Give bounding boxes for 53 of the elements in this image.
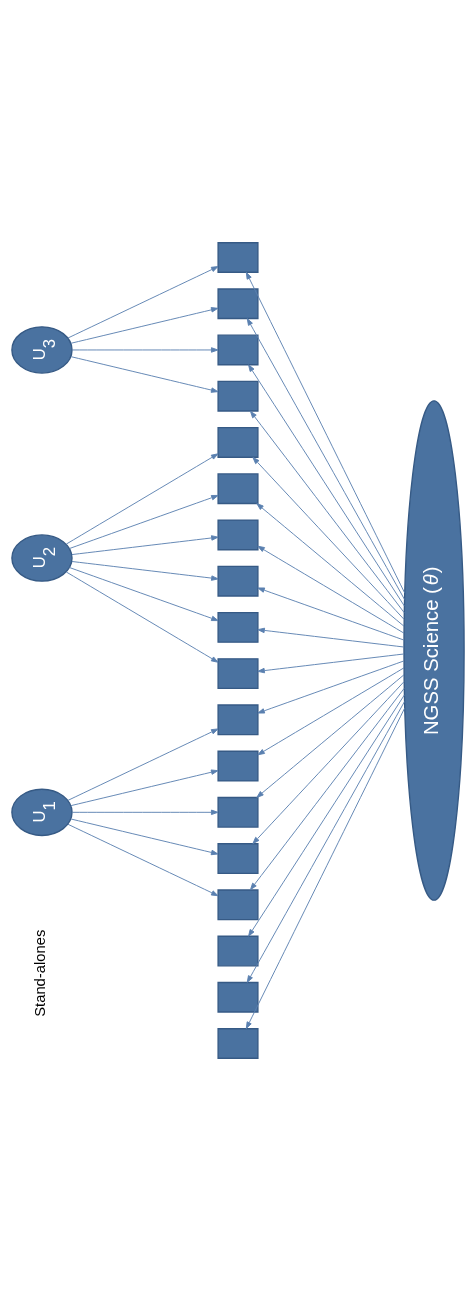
node-box: [217, 704, 259, 736]
node-box: [217, 380, 259, 412]
node-box: [217, 658, 259, 690]
arrow: [257, 660, 405, 714]
node-box: [217, 242, 259, 273]
node-box: [217, 843, 259, 875]
node-box: [217, 565, 259, 597]
arrow: [257, 667, 405, 756]
arrow: [71, 347, 219, 353]
arrow: [252, 681, 405, 845]
arrow: [69, 567, 219, 622]
arrow: [257, 653, 405, 674]
node-box: [217, 935, 259, 967]
arrow: [250, 410, 405, 614]
node-box: [217, 1028, 259, 1059]
arrow: [70, 356, 219, 393]
arrow: [71, 561, 219, 581]
node-box: [217, 334, 259, 366]
arrow: [248, 364, 405, 607]
node-box: [217, 889, 259, 921]
node-box: [217, 796, 259, 828]
arrow: [71, 809, 219, 816]
arrow: [71, 535, 219, 556]
arrow: [70, 769, 219, 807]
node-box: [217, 288, 259, 320]
arrow: [246, 318, 405, 600]
arrow: [67, 266, 219, 339]
arrow: [257, 545, 405, 634]
node-box: [217, 611, 259, 643]
arrow: [256, 503, 405, 627]
node-box: [217, 473, 259, 505]
node-box: [217, 519, 259, 551]
arrow: [246, 701, 405, 983]
arrow: [70, 307, 219, 344]
arrow: [67, 823, 219, 897]
arrow: [252, 456, 405, 620]
arrow: [65, 571, 219, 663]
node-box: [217, 426, 259, 458]
arrow: [257, 627, 405, 648]
node-box: [217, 750, 259, 782]
arrow: [65, 453, 219, 545]
node-ellipse: NGSS Science (θ): [403, 400, 465, 901]
arrow: [245, 707, 406, 1030]
node-box: [217, 981, 259, 1013]
arrow: [248, 694, 405, 937]
arrow: [245, 271, 406, 594]
arrow: [70, 818, 219, 856]
label: Stand-alones: [32, 929, 49, 1017]
arrow: [257, 587, 405, 641]
arrow: [250, 687, 405, 891]
arrow: [67, 728, 219, 801]
arrow: [256, 674, 405, 798]
arrow: [69, 495, 219, 549]
